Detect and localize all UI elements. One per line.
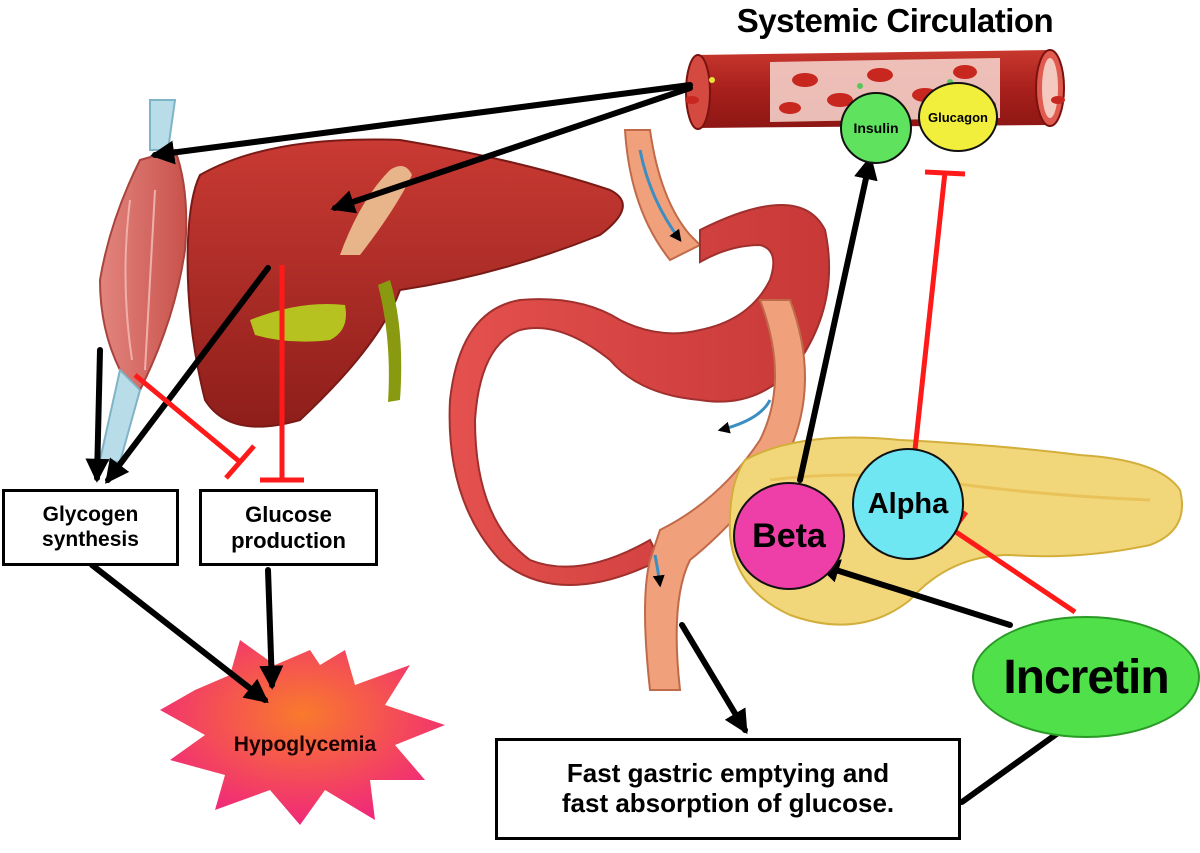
alpha-cell-label: Alpha: [867, 487, 949, 520]
blood-vessel-illustration: [685, 49, 1065, 130]
glycogen-synthesis-line2: synthesis: [42, 527, 139, 551]
incretin-ellipse: Incretin: [972, 616, 1200, 738]
glucose-production-line2: production: [231, 527, 346, 553]
glucose-production-line1: Glucose: [245, 502, 332, 528]
stomach-illustration: [448, 129, 831, 691]
beta-cell-label: Beta: [752, 516, 826, 555]
gastric-emptying-line2: fast absorption of glucose.: [561, 788, 895, 818]
hypoglycemia-label: Hypoglycemia: [233, 733, 377, 756]
glucose-production-box: Glucose production: [199, 489, 378, 566]
inhibition-lines: [133, 169, 1077, 615]
insulin-circle: Insulin: [840, 92, 912, 164]
glucagon-circle: Glucagon: [918, 82, 998, 152]
gastric-emptying-line1: Fast gastric emptying and: [566, 758, 890, 789]
hypoglycemia-burst: [160, 640, 445, 825]
muscle-illustration: [98, 99, 188, 464]
glycogen-synthesis-line1: Glycogen: [42, 503, 139, 527]
insulin-label: Insulin: [853, 120, 899, 136]
beta-cell-circle: Beta: [733, 482, 845, 590]
glycogen-synthesis-box: Glycogen synthesis: [2, 489, 179, 566]
systemic-circulation-title: Systemic Circulation: [736, 2, 1054, 39]
glucagon-label: Glucagon: [928, 109, 988, 125]
alpha-cell-circle: Alpha: [852, 448, 964, 560]
gastric-emptying-box: Fast gastric emptying and fast absorptio…: [495, 738, 961, 840]
incretin-label: Incretin: [1003, 650, 1169, 704]
